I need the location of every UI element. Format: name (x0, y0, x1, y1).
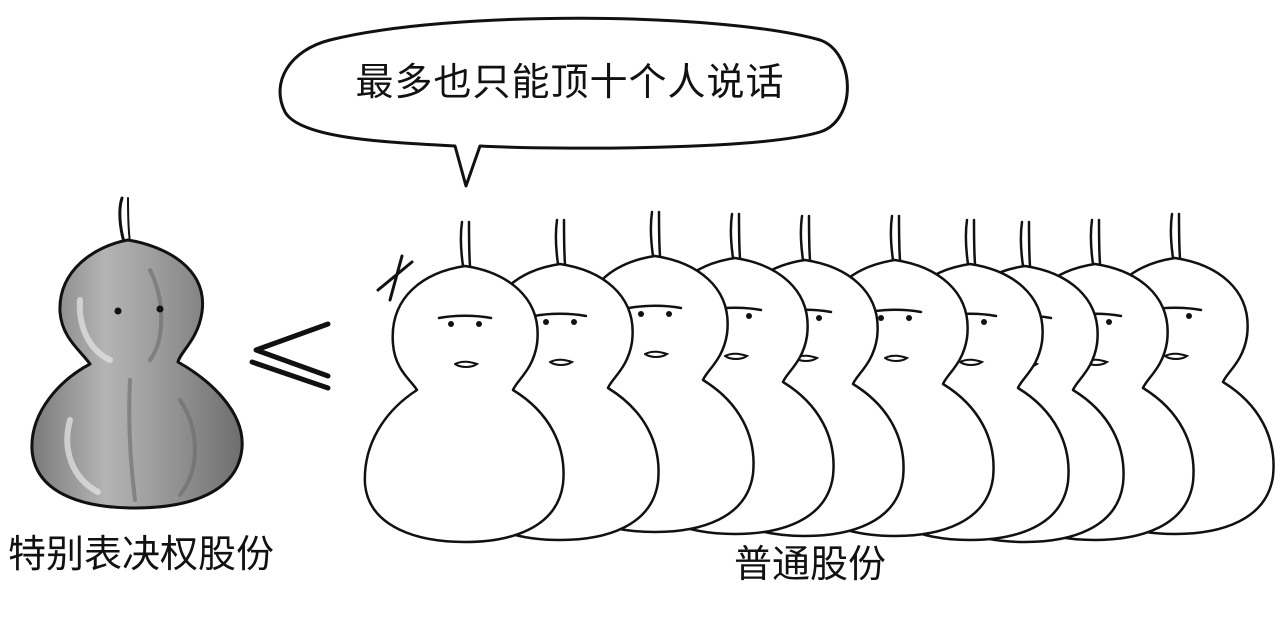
common-gourd-mouth (644, 350, 670, 358)
common-gourd-eye-left (543, 319, 549, 325)
common-gourd-stem (889, 214, 902, 262)
common-gourd-mouth (959, 358, 985, 366)
common-gourd-mouth (549, 358, 575, 366)
gourd-shine (64, 297, 113, 495)
gourd-stem-inner (127, 197, 131, 243)
common-gourd-stem (1089, 218, 1102, 266)
common-share-label: 普通股份 (733, 542, 886, 586)
speech-bubble-text: 最多也只能顶十个人说话 (355, 60, 785, 104)
common-gourd-stem (649, 210, 662, 258)
scratch-marks (376, 254, 414, 302)
speech-bubble-outline (278, 16, 849, 188)
common-gourd-eye-right (476, 321, 482, 327)
special-share-label: 特别表决权股份 (8, 532, 275, 576)
gourd-body (30, 238, 244, 510)
common-gourd-eye-right (906, 315, 912, 321)
common-gourd-brow (437, 314, 493, 320)
common-gourd-eye-right (981, 319, 987, 325)
less-or-equal-chevron (253, 321, 331, 379)
common-gourd-body (363, 264, 565, 544)
common-gourd-mouth (724, 352, 750, 360)
common-gourd-stem (459, 220, 472, 268)
common-gourd-stem (1019, 220, 1032, 268)
common-gourd-eye-right (816, 315, 822, 321)
gourd-eye-left (114, 307, 122, 315)
common-gourd-eye-left (878, 315, 884, 321)
common-gourd-brow (627, 304, 683, 310)
common-gourd (363, 220, 565, 544)
common-gourd-stem (1169, 212, 1182, 260)
common-gourd-eye-left (448, 321, 454, 327)
gourd-stem (118, 196, 126, 244)
common-gourd-mouth (1164, 352, 1190, 360)
common-gourd-stem (729, 212, 742, 260)
common-share-gourds (363, 210, 1275, 544)
less-or-equal-symbol (249, 321, 331, 391)
common-gourd-eye-right (666, 311, 672, 317)
common-gourd-eye-right (571, 319, 577, 325)
common-gourd-stem (554, 218, 567, 266)
gourd-eye-right (156, 305, 164, 313)
speech-bubble (278, 16, 849, 188)
common-gourd-eye-right (1186, 313, 1192, 319)
less-or-equal-underline (249, 359, 331, 391)
common-gourd-mouth (884, 354, 910, 362)
common-gourd-brow (532, 312, 588, 318)
special-share-gourd (30, 196, 244, 510)
gourd-texture (127, 268, 197, 502)
common-gourd-stem (964, 218, 977, 266)
common-gourd-stem (799, 214, 812, 262)
common-gourd-mouth (454, 360, 480, 368)
common-gourd-eye-left (638, 311, 644, 317)
common-gourd-eye-right (1106, 319, 1112, 325)
common-gourd-eye-right (746, 313, 752, 319)
